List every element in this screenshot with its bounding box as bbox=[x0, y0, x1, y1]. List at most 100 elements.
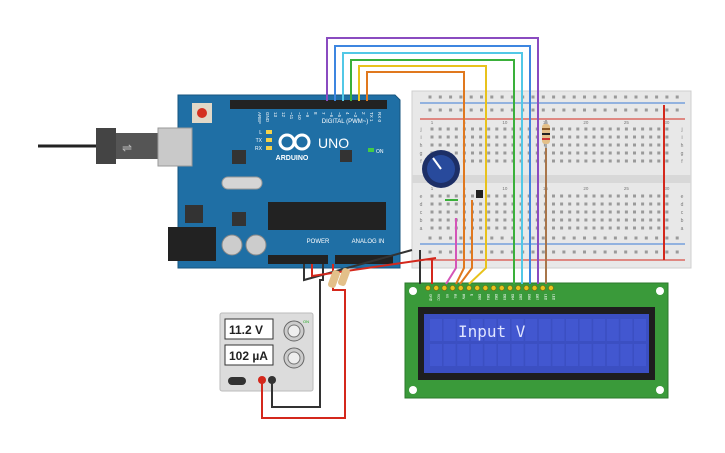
lcd-text: Input V bbox=[458, 322, 526, 341]
breadboard-hole bbox=[576, 159, 580, 163]
breadboard-hole bbox=[641, 218, 645, 222]
lcd-pin-label: DB4 bbox=[511, 294, 515, 300]
breadboard-hole bbox=[616, 143, 620, 147]
breadboard-hole bbox=[608, 151, 612, 155]
breadboard-hole bbox=[560, 159, 564, 163]
breadboard-hole bbox=[665, 226, 669, 230]
breadboard-hole bbox=[657, 226, 661, 230]
breadboard-hole bbox=[641, 226, 645, 230]
breadboard-hole bbox=[665, 127, 669, 131]
wire-black-supply bbox=[271, 264, 324, 408]
breadboard-hole bbox=[430, 194, 434, 198]
rail-hole bbox=[531, 250, 535, 254]
breadboard-hole bbox=[624, 194, 628, 198]
rail-hole bbox=[449, 250, 453, 254]
led-label: TX bbox=[256, 138, 263, 144]
rail-hole bbox=[428, 108, 432, 112]
lcd-pin-label: DB0 bbox=[478, 294, 482, 300]
rail-hole bbox=[655, 236, 659, 240]
breadboard-hole bbox=[600, 226, 604, 230]
breadboard-hole bbox=[600, 143, 604, 147]
arduino-uno-board[interactable]: ⇌ ARDUINO UNO DIGITAL (PWM~) POWER ANALO… bbox=[38, 94, 401, 269]
rail-hole bbox=[624, 250, 628, 254]
breadboard-hole bbox=[600, 135, 604, 139]
breadboard-hole bbox=[584, 151, 588, 155]
lcd-pin bbox=[515, 285, 522, 291]
row-letter-left: d bbox=[420, 202, 423, 208]
breadboard-hole bbox=[568, 194, 572, 198]
breadboard-hole bbox=[568, 151, 572, 155]
breadboard-hole bbox=[616, 159, 620, 163]
rail-hole bbox=[500, 236, 504, 240]
rail-hole bbox=[613, 108, 617, 112]
breadboard-hole bbox=[446, 127, 450, 131]
rail-hole bbox=[552, 250, 556, 254]
digital-label: DIGITAL (PWM~) bbox=[322, 119, 369, 125]
rail-hole bbox=[603, 108, 607, 112]
rail-hole bbox=[613, 236, 617, 240]
rail-hole bbox=[603, 236, 607, 240]
status-led bbox=[266, 130, 272, 134]
breadboard-hole bbox=[552, 151, 555, 155]
breadboard-hole bbox=[665, 151, 669, 155]
breadboard-hole bbox=[560, 194, 564, 198]
breadboard-hole bbox=[665, 218, 669, 222]
lcd-char-cell bbox=[593, 319, 606, 341]
breadboard-hole bbox=[552, 143, 555, 147]
breadboard-hole bbox=[592, 194, 596, 198]
rail-hole bbox=[562, 236, 566, 240]
lcd-char-cell bbox=[430, 344, 442, 366]
rail-hole bbox=[634, 95, 638, 99]
breadboard-hole bbox=[592, 218, 596, 222]
breadboard-hole bbox=[600, 194, 604, 198]
breadboard-hole bbox=[552, 159, 555, 163]
breadboard-hole bbox=[454, 143, 458, 147]
digital-pin-label: ~3 bbox=[353, 112, 358, 118]
lcd-pin bbox=[507, 285, 513, 291]
rail-hole bbox=[428, 95, 432, 99]
rail-hole bbox=[655, 108, 659, 112]
power-switch bbox=[228, 377, 246, 385]
lcd-char-cell bbox=[470, 319, 483, 341]
rail-hole bbox=[469, 108, 473, 112]
breadboard-hole bbox=[633, 135, 636, 139]
breadboard-hole bbox=[633, 159, 636, 163]
breadboard-hole bbox=[657, 159, 661, 163]
row-letter-left: g bbox=[420, 151, 423, 157]
breadboard-hole bbox=[479, 218, 483, 222]
breadboard-hole bbox=[430, 127, 434, 131]
digital-header bbox=[230, 100, 387, 109]
power-supply[interactable]: 11.2 V 102 µA ON bbox=[219, 312, 314, 392]
lcd-char-cell bbox=[538, 319, 551, 341]
wire-pink bbox=[445, 218, 457, 285]
breadboard-hole bbox=[438, 210, 442, 214]
rail-hole bbox=[480, 108, 483, 112]
breadboard-hole bbox=[495, 194, 499, 198]
breadboard-hole bbox=[633, 218, 636, 222]
breadboard-hole bbox=[584, 194, 588, 198]
rail-hole bbox=[665, 95, 669, 99]
breadboard-hole bbox=[592, 159, 596, 163]
breadboard-hole bbox=[616, 210, 620, 214]
breadboard-hole bbox=[454, 135, 458, 139]
breadboard-hole bbox=[624, 143, 628, 147]
potentiometer[interactable] bbox=[422, 150, 460, 188]
breadboard-hole bbox=[487, 135, 491, 139]
row-letter-left: i bbox=[420, 135, 421, 141]
lcd-char-cell bbox=[552, 344, 565, 366]
breadboard-hole bbox=[552, 194, 555, 198]
rail-hole bbox=[480, 236, 483, 240]
breadboard-hole bbox=[584, 143, 588, 147]
breadboard-hole bbox=[592, 210, 596, 214]
breadboard-hole bbox=[479, 202, 483, 206]
breadboard-hole bbox=[600, 127, 604, 131]
row-letter-right: h bbox=[681, 143, 684, 149]
breadboard-hole bbox=[438, 202, 442, 206]
breadboard-hole bbox=[503, 127, 507, 131]
lcd-pin-label: DB5 bbox=[519, 294, 523, 300]
breadboard-hole bbox=[487, 226, 491, 230]
column-number: 10 bbox=[502, 186, 508, 191]
